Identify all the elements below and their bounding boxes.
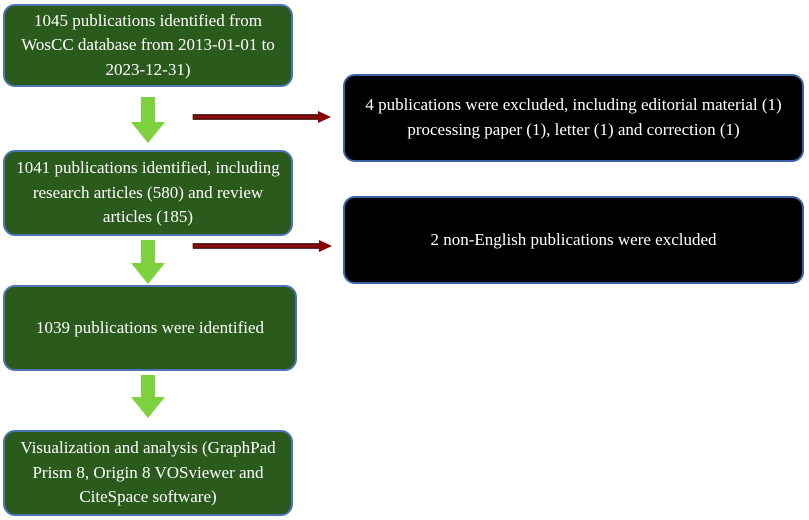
side-arrow-1 [192,111,331,123]
flow-box-1: 1045 publications identified from WosCC … [3,4,293,87]
flow-box-3: 1039 publications were identified [3,285,297,371]
exclusion-box-2: 2 non-English publications were excluded [343,196,804,284]
down-arrow-1 [131,97,165,143]
exclusion-box-1: 4 publications were excluded, including … [343,74,804,162]
side-arrow-2 [192,240,332,252]
down-arrow-2 [131,240,165,284]
exclusion-box-2-text: 2 non-English publications were excluded [430,229,717,249]
flow-box-3-text: 1039 publications were identified [35,317,265,337]
flow-box-1-text: 1045 publications identified from WosCC … [21,10,275,79]
flow-box-2-text: 1041 publications identified, including … [16,158,280,227]
exclusion-box-1-text: 4 publications were excluded, including … [365,95,782,139]
flow-box-4: Visualization and analysis (GraphPad Pri… [3,430,293,516]
flow-box-2: 1041 publications identified, including … [3,150,293,236]
down-arrow-3 [131,375,165,418]
flow-box-4-text: Visualization and analysis (GraphPad Pri… [20,438,276,507]
